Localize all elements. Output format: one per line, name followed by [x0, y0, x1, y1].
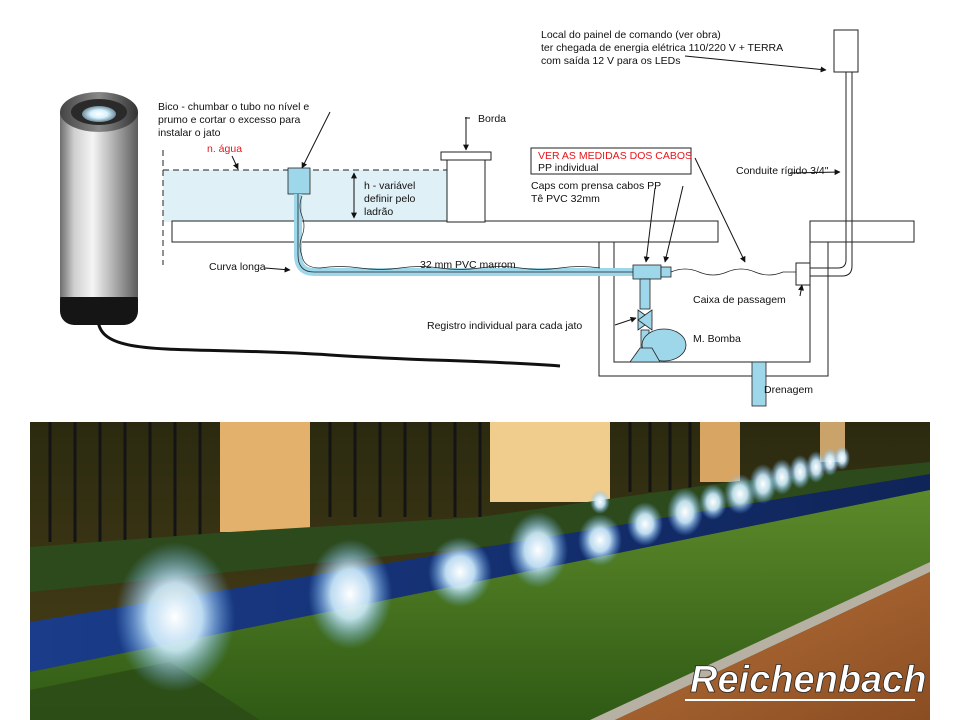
fountain-photo: Reichenbach: [30, 422, 930, 720]
led-fixture-image: [60, 92, 561, 368]
cable-measures-box: [530, 147, 692, 175]
drain-pipe: [751, 361, 767, 407]
height-label-line1: h - variável: [364, 180, 415, 192]
junction-box-label: Caixa de passagem: [693, 294, 786, 306]
nozzle-label-line1: Bico - chumbar o tubo no nível e: [158, 101, 309, 113]
cable-measures-label: VER AS MEDIDAS DOS CABOS: [538, 150, 692, 162]
valve-label: Registro individual para cada jato: [427, 320, 582, 332]
drain-label: Drenagem: [764, 384, 813, 396]
nozzle-body: [287, 167, 311, 195]
pool-slab: [171, 220, 719, 243]
conduit: [810, 72, 847, 269]
nozzle-label-line2: prumo e cortar o excesso para: [158, 114, 301, 126]
conduit-label: Conduite rígido 3/4": [736, 165, 829, 177]
panel-label-line1: Local do painel de comando (ver obra): [541, 29, 721, 41]
pipe-label: 32 mm PVC marrom: [420, 259, 516, 271]
height-label-line2: definir pelo: [364, 193, 416, 205]
brand-name: Reichenbach: [690, 659, 927, 701]
height-label-line3: ladrão: [364, 206, 393, 218]
pool-edge: [440, 151, 492, 223]
water-level-label: n. água: [207, 143, 242, 155]
nozzle-label-line3: instalar o jato: [158, 127, 221, 139]
fountains: [115, 446, 850, 692]
reichenbach-logo: Reichenbach: [685, 659, 927, 701]
right-wall: [809, 220, 915, 262]
junction-box: [795, 262, 811, 286]
edge-label: Borda: [478, 113, 506, 125]
panel-label-line2: ter chegada de energia elétrica 110/220 …: [541, 42, 783, 54]
pump-label: M. Bomba: [693, 333, 741, 345]
installation-diagram: Local do painel de comando (ver obra) te…: [60, 29, 915, 407]
cable-wavy: [299, 195, 601, 270]
long-curve-label: Curva longa: [209, 261, 266, 273]
cable-to-box: [670, 268, 797, 276]
pump-vault: [598, 241, 829, 377]
control-panel-box: [833, 29, 859, 73]
caps-label-line1: Caps com prensa cabos PP: [531, 180, 661, 192]
pvc-tee: [632, 264, 672, 310]
caps-label-line2: Tê PVC 32mm: [531, 193, 600, 205]
pump-icon: [629, 328, 687, 363]
pp-individual-label: PP individual: [538, 162, 599, 174]
panel-label-line3: com saída 12 V para os LEDs: [541, 55, 681, 67]
